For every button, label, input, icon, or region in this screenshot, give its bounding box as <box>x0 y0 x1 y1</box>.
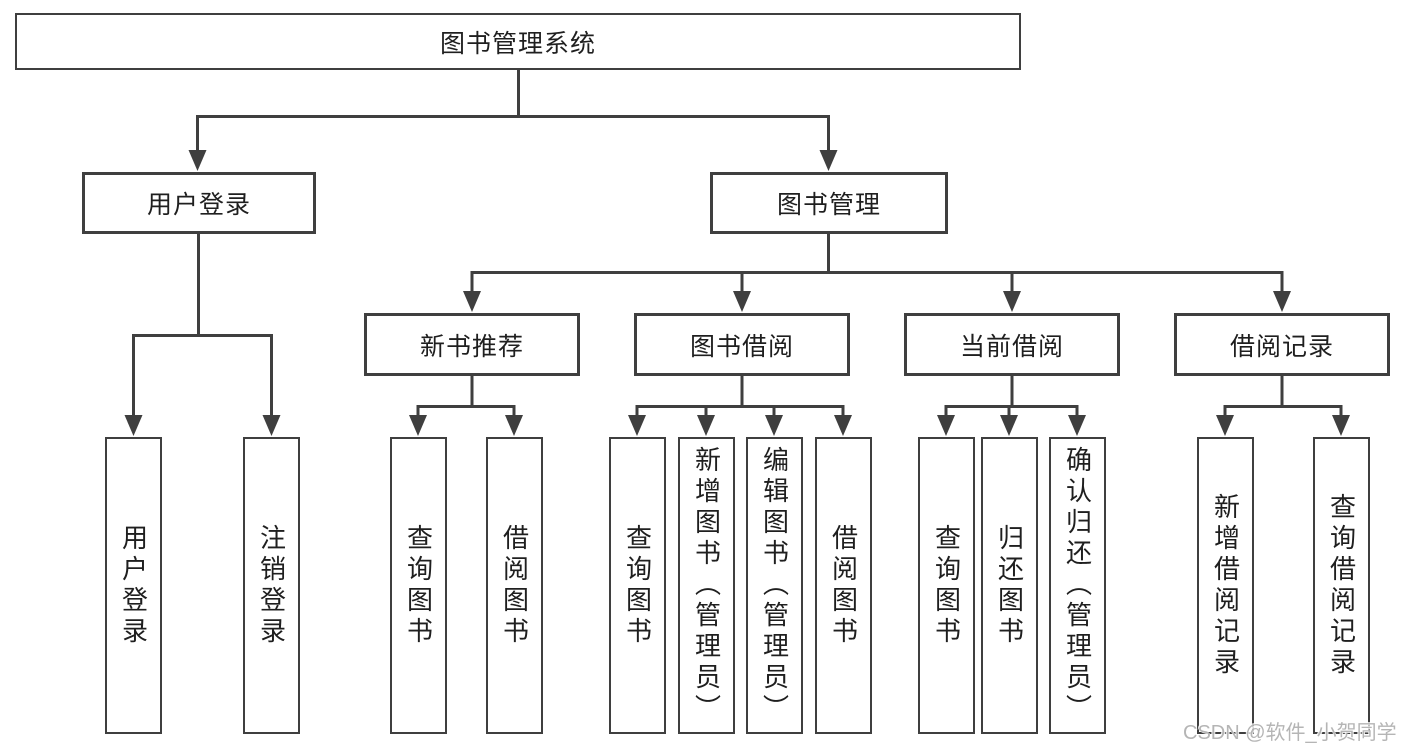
leaf-logout-login-label: 注销登录 <box>256 523 287 648</box>
node-book-borrowing: 图书借阅 <box>634 313 850 376</box>
leaf-logout-login: 注销登录 <box>243 437 300 734</box>
leaf-borrow-books-recommend-label: 借阅图书 <box>499 523 530 648</box>
leaf-borrow-books-borrowing-label: 借阅图书 <box>828 523 859 648</box>
leaf-edit-books-admin: 编辑图书（管理员） <box>746 437 803 734</box>
leaf-borrow-books-recommend: 借阅图书 <box>486 437 543 734</box>
leaf-return-books: 归还图书 <box>981 437 1038 734</box>
node-current-borrowing: 当前借阅 <box>904 313 1120 376</box>
node-current-borrowing-label: 当前借阅 <box>959 332 1064 361</box>
leaf-query-books-current: 查询图书 <box>918 437 975 734</box>
node-book-management: 图书管理 <box>710 172 948 234</box>
leaf-query-books-recommend-label: 查询图书 <box>403 523 434 648</box>
node-new-book-recommend-label: 新书推荐 <box>419 332 524 361</box>
node-borrowing-records: 借阅记录 <box>1174 313 1390 376</box>
node-new-book-recommend: 新书推荐 <box>364 313 580 376</box>
leaf-confirm-return-admin: 确认归还（管理员） <box>1049 437 1106 734</box>
node-book-borrowing-label: 图书借阅 <box>689 332 794 361</box>
leaf-query-borrow-record: 查询借阅记录 <box>1313 437 1370 734</box>
leaf-borrow-books-borrowing: 借阅图书 <box>815 437 872 734</box>
leaf-edit-books-admin-label: 编辑图书（管理员） <box>759 446 790 725</box>
leaf-query-books-recommend: 查询图书 <box>390 437 447 734</box>
node-book-management-label: 图书管理 <box>776 191 881 219</box>
node-borrowing-records-label: 借阅记录 <box>1229 332 1334 361</box>
leaf-user-login: 用户登录 <box>105 437 162 734</box>
leaf-add-borrow-record-label: 新增借阅记录 <box>1210 492 1241 679</box>
node-library-management-system-label: 图书管理系统 <box>439 29 596 58</box>
leaf-query-books-current-label: 查询图书 <box>931 523 962 648</box>
leaf-query-borrow-record-label: 查询借阅记录 <box>1326 492 1357 679</box>
node-user-login: 用户登录 <box>82 172 316 234</box>
leaf-add-books-admin-label: 新增图书（管理员） <box>691 446 722 725</box>
leaf-query-books-borrowing-label: 查询图书 <box>622 523 653 648</box>
leaf-query-books-borrowing: 查询图书 <box>609 437 666 734</box>
leaf-confirm-return-admin-label: 确认归还（管理员） <box>1062 446 1093 725</box>
leaf-add-borrow-record: 新增借阅记录 <box>1197 437 1254 734</box>
leaf-user-login-label: 用户登录 <box>118 523 149 648</box>
node-library-management-system: 图书管理系统 <box>15 13 1021 70</box>
leaf-return-books-label: 归还图书 <box>994 523 1025 648</box>
csdn-watermark: CSDN @软件_小贺同学 <box>1183 722 1397 744</box>
leaf-add-books-admin: 新增图书（管理员） <box>678 437 735 734</box>
node-user-login-label: 用户登录 <box>146 191 251 219</box>
